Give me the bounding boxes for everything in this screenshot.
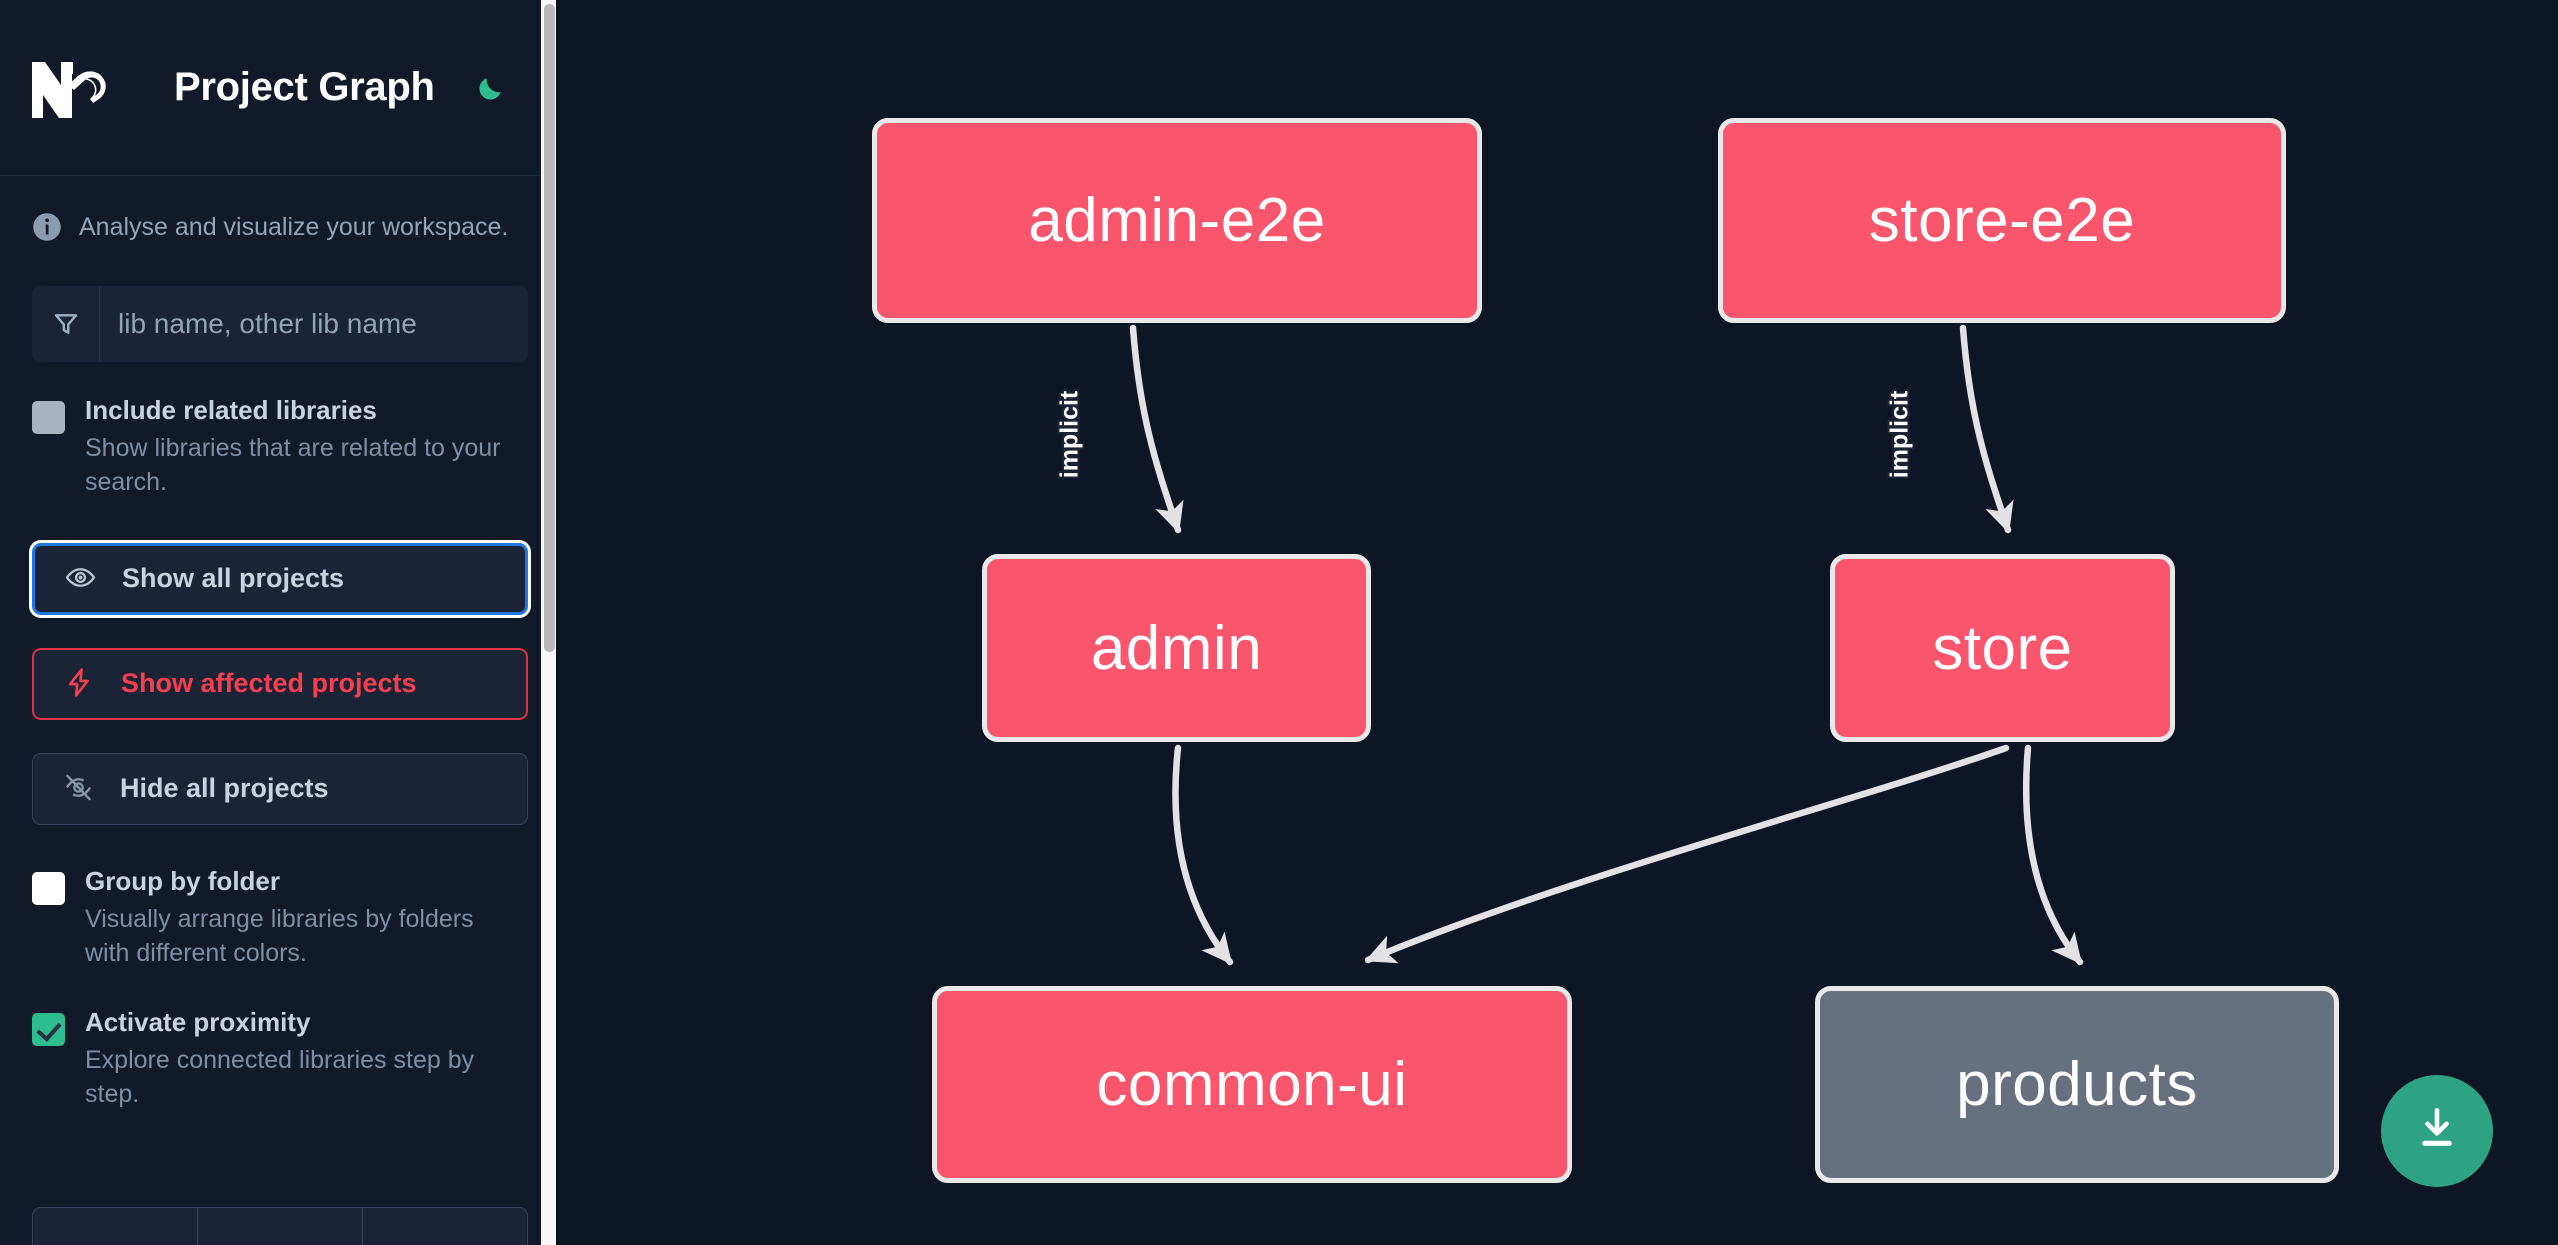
checkbox-wrap-include-related — [32, 396, 65, 499]
option-include-related-libraries[interactable]: Include related libraries Show libraries… — [0, 362, 540, 499]
checkbox-activate-proximity[interactable] — [32, 1012, 65, 1046]
lightning-icon — [64, 667, 95, 701]
search-input[interactable] — [100, 286, 528, 362]
graph-node-products[interactable]: products — [1815, 986, 2339, 1183]
segment-3[interactable] — [363, 1208, 527, 1245]
option-text-activate-proximity: Activate proximity Explore connected lib… — [85, 1006, 510, 1111]
sidebar: Project Graph Analyse and visualize yo — [0, 0, 558, 1245]
checkbox-wrap-activate-proximity — [32, 1008, 65, 1111]
graph-node-store[interactable]: store — [1830, 554, 2175, 742]
show-affected-projects-label: Show affected projects — [121, 668, 417, 699]
edge-store-to-common-ui — [1364, 744, 2010, 964]
sidebar-scrollbar[interactable] — [541, 0, 558, 1245]
option-text-include-related: Include related libraries Show libraries… — [85, 395, 510, 499]
option-label: Include related libraries — [85, 395, 377, 425]
filter-funnel-icon — [32, 286, 100, 362]
show-all-projects-label: Show all projects — [122, 563, 345, 594]
eye-slash-icon — [63, 772, 94, 806]
project-visibility-buttons: Show all projects Show affected projects — [0, 499, 540, 825]
edge-label-implicit-admin: implicit — [1055, 390, 1084, 479]
checkbox-include-related-libraries[interactable] — [32, 401, 65, 434]
checkbox-group-by-folder[interactable] — [32, 871, 65, 905]
eye-icon — [65, 562, 96, 596]
sidebar-header: Project Graph — [0, 0, 540, 176]
page-title: Project Graph — [174, 65, 435, 109]
edge-label-implicit-store: implicit — [1885, 390, 1914, 479]
show-affected-projects-button[interactable]: Show affected projects — [32, 647, 528, 720]
option-text-group-by-folder: Group by folder Visually arrange librari… — [85, 865, 510, 970]
option-group-by-folder[interactable]: Group by folder Visually arrange librari… — [0, 825, 540, 970]
graph-node-admin-e2e[interactable]: admin-e2e — [872, 118, 1482, 323]
info-circle-icon — [32, 212, 62, 242]
nx-logo-icon — [30, 56, 122, 120]
hide-all-projects-button[interactable]: Hide all projects — [32, 752, 528, 825]
search-box[interactable] — [32, 286, 528, 362]
search-section — [0, 242, 540, 362]
project-graph-canvas[interactable]: implicit implicit admin-e2e store-e2e ad… — [558, 0, 2558, 1245]
edge-store-to-products — [2022, 744, 2084, 966]
sidebar-scrollbar-thumb[interactable] — [544, 4, 555, 652]
moon-icon[interactable] — [469, 66, 513, 110]
option-label: Group by folder — [85, 865, 280, 896]
option-description: Visually arrange libraries by folders wi… — [85, 904, 474, 967]
option-activate-proximity[interactable]: Activate proximity Explore connected lib… — [0, 970, 540, 1111]
graph-node-store-e2e[interactable]: store-e2e — [1718, 118, 2286, 323]
option-label: Activate proximity — [85, 1006, 311, 1037]
graph-node-admin[interactable]: admin — [982, 554, 1371, 742]
option-description: Show libraries that are related to your … — [85, 433, 501, 496]
workspace-info: Analyse and visualize your workspace. — [0, 176, 540, 242]
workspace-info-text: Analyse and visualize your workspace. — [79, 212, 509, 241]
option-description: Explore connected libraries step by step… — [85, 1045, 475, 1108]
graph-node-common-ui[interactable]: common-ui — [932, 986, 1572, 1183]
download-icon — [2411, 1103, 2463, 1160]
segment-1[interactable] — [33, 1208, 198, 1245]
download-image-button[interactable] — [2381, 1075, 2493, 1187]
segment-2[interactable] — [198, 1208, 363, 1245]
sidebar-edge — [556, 0, 558, 1245]
checkbox-wrap-group-by-folder — [32, 867, 65, 970]
sidebar-scroll-area[interactable]: Project Graph Analyse and visualize yo — [0, 0, 558, 1245]
proximity-step-segmented-control[interactable] — [32, 1207, 528, 1245]
edge-admin-e2e-to-admin — [1129, 324, 1184, 534]
graph-edges — [1129, 324, 2084, 966]
hide-all-projects-label: Hide all projects — [120, 773, 329, 804]
edge-admin-to-common-ui — [1172, 744, 1234, 966]
edge-store-e2e-to-store — [1959, 324, 2014, 534]
show-all-projects-button[interactable]: Show all projects — [32, 542, 528, 615]
